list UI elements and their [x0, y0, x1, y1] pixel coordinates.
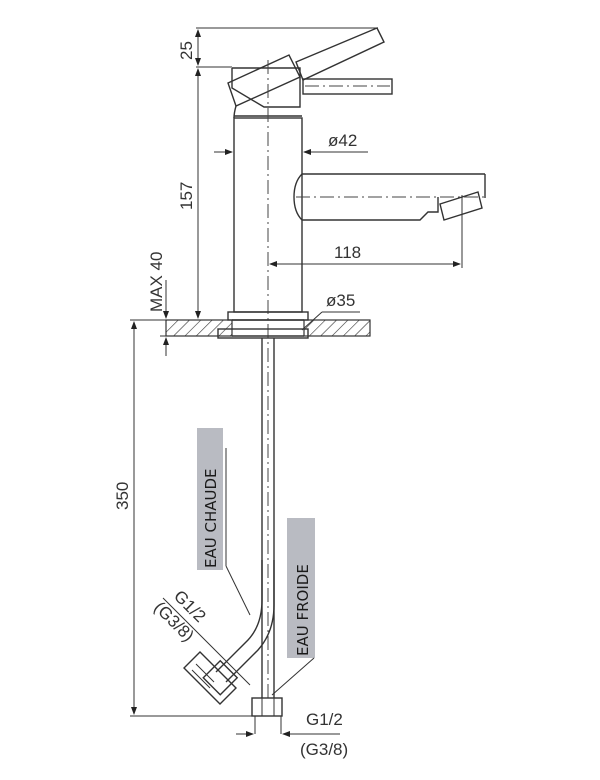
cold-water-label: EAU FROIDE: [271, 518, 315, 696]
dim-body-height-label: 157: [177, 182, 196, 210]
cold-water-hose: [251, 338, 283, 717]
dim-cold-thread: G1/2 (G3/8): [236, 710, 348, 759]
dim-base-diameter: ø35: [301, 291, 360, 331]
dim-body-diameter-label: ø42: [328, 131, 357, 150]
cold-thread-alt-label: (G3/8): [300, 740, 348, 759]
dim-lever-rise: 25: [177, 27, 378, 68]
cold-thread-main-label: G1/2: [306, 710, 343, 729]
spout: [293, 173, 486, 268]
dim-spout-reach: 118: [269, 243, 461, 267]
hot-water-label-text: EAU CHAUDE: [202, 468, 220, 568]
dim-lever-rise-label: 25: [177, 41, 196, 60]
cold-water-label-text: EAU FROIDE: [294, 564, 312, 656]
dim-body-diameter: ø42: [214, 131, 368, 155]
dim-max-deck-label: MAX 40: [147, 252, 166, 312]
dim-spout-reach-label: 118: [334, 243, 361, 262]
dim-hose-length: 350: [113, 321, 252, 717]
dim-body-height: 157: [177, 68, 201, 319]
dim-base-diameter-label: ø35: [326, 291, 355, 310]
lever-handle: [227, 27, 393, 119]
dim-max-deck: MAX 40: [130, 252, 370, 356]
dim-hot-thread: G1/2 (G3/8): [150, 587, 251, 686]
hot-water-hose: [183, 560, 275, 705]
dim-hose-length-label: 350: [113, 482, 132, 510]
hot-water-label: EAU CHAUDE: [197, 428, 251, 616]
